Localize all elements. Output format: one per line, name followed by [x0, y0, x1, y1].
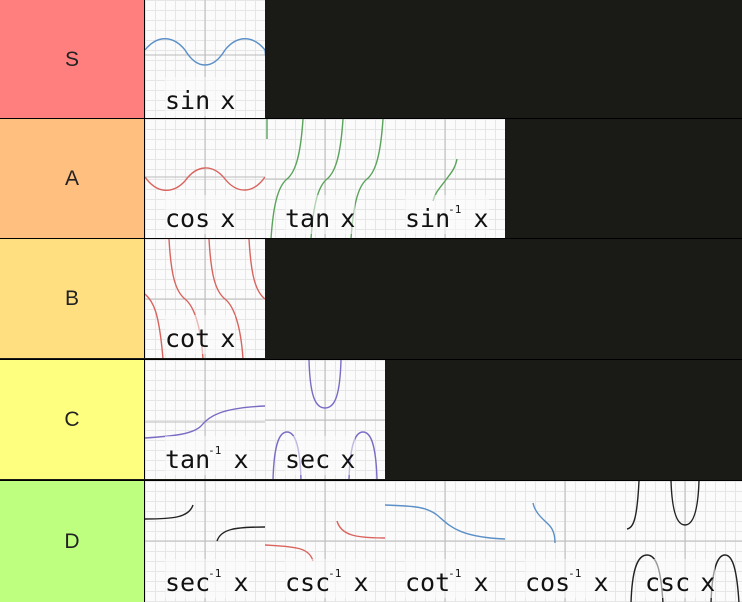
item-caption: cos x: [165, 195, 236, 234]
tier-items-c: tan-1 x sec x: [145, 360, 385, 479]
tile-cot[interactable]: cot x: [145, 239, 265, 358]
item-caption: sec x: [285, 436, 356, 475]
tile-sec[interactable]: sec x: [265, 360, 385, 479]
tier-row-d: D sec-1 x csc-1 x: [0, 480, 742, 602]
tier-label-d[interactable]: D: [0, 481, 145, 602]
tier-label-a[interactable]: A: [0, 119, 145, 238]
tile-arccos[interactable]: cos-1 x: [505, 481, 625, 602]
item-caption: cot-1 x: [405, 559, 489, 598]
tile-tan[interactable]: tan x: [265, 119, 385, 238]
item-caption: cos-1 x: [525, 559, 609, 598]
item-caption: csc x: [645, 559, 716, 598]
tier-row-c: C tan-1 x sec x: [0, 359, 742, 479]
item-caption: sec-1 x: [165, 559, 249, 598]
tile-arccsc[interactable]: csc-1 x: [265, 481, 385, 602]
tier-row-a: A cos x tan x: [0, 118, 742, 238]
tile-csc[interactable]: csc x: [625, 481, 742, 602]
tier-items-a: cos x tan x sin-1 x: [145, 119, 505, 238]
tile-arctan[interactable]: tan-1 x: [145, 360, 265, 479]
item-caption: cot x: [165, 315, 236, 354]
tile-sin[interactable]: sin x: [145, 0, 265, 120]
tier-items-s: sin x: [145, 0, 265, 120]
tier-row-b: B cot x: [0, 238, 742, 358]
tile-arccot[interactable]: cot-1 x: [385, 481, 505, 602]
item-caption: sin-1 x: [405, 195, 489, 234]
tile-arcsin[interactable]: sin-1 x: [385, 119, 505, 238]
item-caption: sin x: [165, 77, 236, 116]
tier-label-s[interactable]: S: [0, 0, 145, 120]
tier-items-d: sec-1 x csc-1 x cot-1 x: [145, 481, 742, 602]
tile-arcsec[interactable]: sec-1 x: [145, 481, 265, 602]
item-caption: tan x: [285, 195, 356, 234]
tier-label-c[interactable]: C: [0, 360, 145, 479]
item-caption: tan-1 x: [165, 436, 249, 475]
tile-cos[interactable]: cos x: [145, 119, 265, 238]
tier-label-b[interactable]: B: [0, 239, 145, 358]
item-caption: csc-1 x: [285, 559, 369, 598]
tier-items-b: cot x: [145, 239, 265, 358]
tier-row-s: S sin x: [0, 0, 742, 120]
arcsecant-graph-icon: [145, 481, 265, 602]
